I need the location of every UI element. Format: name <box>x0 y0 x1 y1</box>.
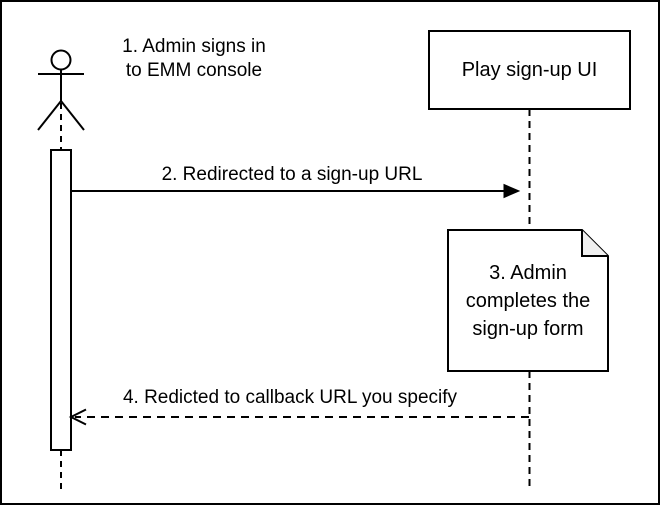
note-shape <box>447 229 609 372</box>
message2-label: 2. Redirected to a sign-up URL <box>161 164 423 185</box>
note-fold <box>581 230 608 257</box>
step1-annotation-line1: 1. Admin signs in <box>122 36 266 57</box>
message4-label: 4. Redicted to callback URL you specify <box>122 387 458 408</box>
step1-annotation-line2: to EMM console <box>125 60 263 81</box>
message4-arrowhead <box>68 408 87 426</box>
note-label-line1: 3. Admin <box>489 262 567 284</box>
message2-arrowhead <box>503 183 521 199</box>
note-label-line2: completes the <box>465 290 591 312</box>
actor-head <box>50 49 72 71</box>
actor-activation-bar <box>50 149 72 451</box>
note-label: 3. Admin completes the sign-up form <box>449 231 607 371</box>
actor-figure <box>37 49 85 150</box>
actor-leg-left <box>37 100 62 131</box>
participant-box <box>428 30 631 110</box>
actor-leg-right <box>60 100 85 131</box>
participant-label: Play sign-up UI <box>461 58 598 81</box>
step1-annotation: 1. Admin signs in to EMM console <box>94 35 294 83</box>
note-label-line3: sign-up form <box>472 318 584 340</box>
